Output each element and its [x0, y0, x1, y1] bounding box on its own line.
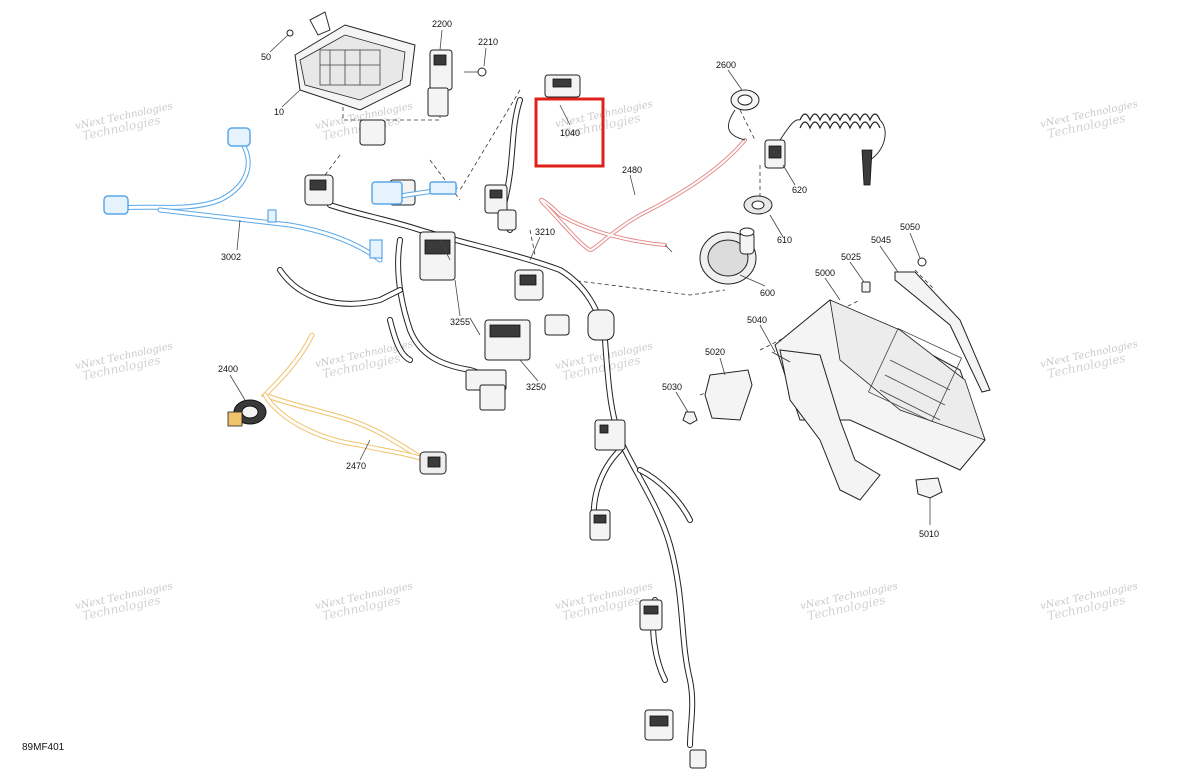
diagram-reference-code: 89MF401 — [22, 742, 65, 753]
part-label-2480: 2480 — [622, 165, 642, 175]
part-label-2470: 2470 — [346, 461, 366, 471]
part-2600 — [727, 89, 760, 141]
harness-3002 — [103, 127, 458, 263]
part-label-610: 610 — [777, 235, 792, 245]
bolt-5030 — [682, 411, 698, 425]
module-5000 — [774, 299, 986, 501]
part-label-2600: 2600 — [716, 60, 736, 70]
part-label-3002: 3002 — [221, 252, 241, 262]
part-label-5040: 5040 — [747, 315, 767, 325]
part-label-3250: 3250 — [526, 382, 546, 392]
part-label-5050: 5050 — [900, 222, 920, 232]
part-labels: 50 10 2200 2210 1040 2600 2480 620 610 6… — [218, 19, 939, 539]
part-label-2200: 2200 — [432, 19, 452, 29]
bolt-5025 — [861, 281, 871, 293]
module-10 — [286, 11, 416, 111]
switch-2400 — [227, 399, 267, 427]
part-label-50: 50 — [261, 52, 271, 62]
bracket-5045 — [894, 257, 991, 393]
leader-lines — [229, 29, 931, 525]
part-label-600: 600 — [760, 288, 775, 298]
part-label-3210: 3210 — [535, 227, 555, 237]
coiled-cord-620 — [764, 113, 886, 186]
bracket-5020 — [704, 369, 753, 421]
sensor-2200 — [427, 49, 487, 117]
part-label-5020: 5020 — [705, 347, 725, 357]
part-label-5030: 5030 — [662, 382, 682, 392]
part-label-5025: 5025 — [841, 252, 861, 262]
pin-5040 — [771, 351, 791, 363]
highlight-box-1040 — [534, 97, 605, 168]
grommet-610 — [743, 195, 773, 215]
main-harness — [277, 97, 707, 769]
part-label-2400: 2400 — [218, 364, 238, 374]
part-label-3255: 3255 — [450, 317, 470, 327]
connector-1040 — [544, 74, 581, 126]
switch-600 — [699, 227, 757, 285]
part-label-5010: 5010 — [919, 529, 939, 539]
part-label-620: 620 — [792, 185, 807, 195]
part-label-2210: 2210 — [478, 37, 498, 47]
part-label-5045: 5045 — [871, 235, 891, 245]
part-label-5000: 5000 — [815, 268, 835, 278]
part-label-1040: 1040 — [560, 128, 580, 138]
part-label-10: 10 — [274, 107, 284, 117]
harness-2480 — [539, 138, 747, 253]
clip-5010 — [915, 477, 943, 499]
harness-2470 — [260, 332, 447, 475]
